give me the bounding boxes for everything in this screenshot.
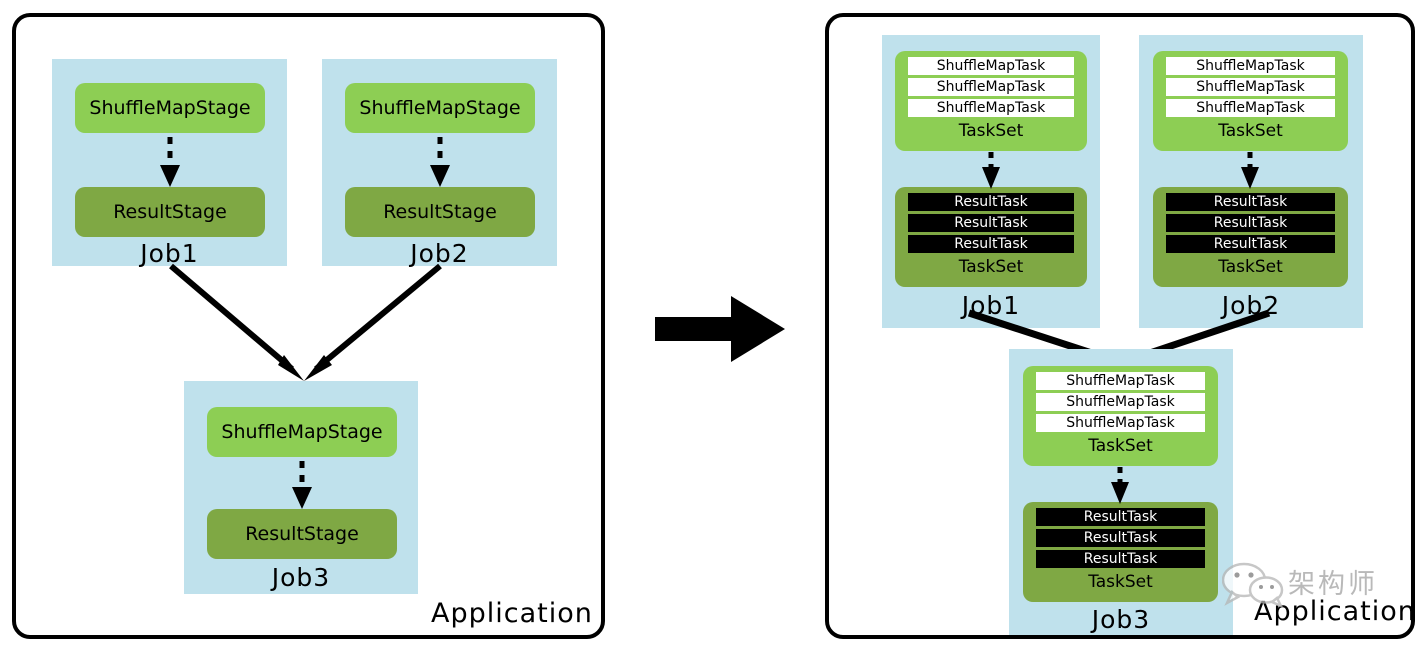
application-panel-stages: ShuffleMapStage ResultStage Job1 Shuffle… <box>12 13 605 639</box>
job-container-job2: ShuffleMapStage ResultStage Job2 <box>322 59 557 268</box>
job-label-tasks-job3: Job3 <box>1091 605 1151 634</box>
stage-box-resultstage-job2: ResultStage <box>345 187 535 237</box>
taskset-shufflemap-job1: ShuffleMapTask ShuffleMapTask ShuffleMap… <box>895 51 1087 151</box>
job-container-tasks-job1: ShuffleMapTask ShuffleMapTask ShuffleMap… <box>882 35 1100 328</box>
task-row: ShuffleMapTask <box>1036 414 1205 432</box>
job-container-job1: ShuffleMapStage ResultStage Job1 <box>52 59 287 268</box>
task-row: ShuffleMapTask <box>908 78 1074 96</box>
task-row: ResultTask <box>1166 235 1335 253</box>
job-label-job2: Job2 <box>410 239 469 268</box>
task-row: ShuffleMapTask <box>1036 393 1205 411</box>
application-label-right: Application <box>1254 596 1416 627</box>
job-label-job1: Job1 <box>140 239 199 268</box>
taskset-label: TaskSet <box>1218 121 1283 141</box>
task-row: ResultTask <box>1166 193 1335 211</box>
taskset-shufflemap-job2: ShuffleMapTask ShuffleMapTask ShuffleMap… <box>1153 51 1348 151</box>
taskset-label: TaskSet <box>958 121 1024 141</box>
job-label-tasks-job1: Job1 <box>961 291 1021 320</box>
application-panel-tasks: ShuffleMapTask ShuffleMapTask ShuffleMap… <box>825 13 1415 639</box>
stage-box-shufflemapstage-job2: ShuffleMapStage <box>345 83 535 133</box>
task-row: ResultTask <box>1036 550 1205 568</box>
task-row: ShuffleMapTask <box>1166 78 1335 96</box>
task-row: ResultTask <box>1166 214 1335 232</box>
task-row: ShuffleMapTask <box>1166 57 1335 75</box>
stage-box-shufflemapstage-job1: ShuffleMapStage <box>75 83 265 133</box>
task-row: ResultTask <box>1036 529 1205 547</box>
taskset-shufflemap-job3: ShuffleMapTask ShuffleMapTask ShuffleMap… <box>1023 366 1218 466</box>
wechat-icon <box>1221 562 1284 609</box>
stage-box-resultstage-job3: ResultStage <box>207 509 397 559</box>
taskset-result-job2: ResultTask ResultTask ResultTask TaskSet <box>1153 187 1348 287</box>
task-row: ShuffleMapTask <box>1036 372 1205 390</box>
job-container-job3: ShuffleMapStage ResultStage Job3 <box>184 381 418 594</box>
job-label-job3: Job3 <box>271 563 331 592</box>
taskset-label: TaskSet <box>958 257 1024 277</box>
taskset-result-job1: ResultTask ResultTask ResultTask TaskSet <box>895 187 1087 287</box>
taskset-label: TaskSet <box>1218 257 1283 277</box>
stage-box-resultstage-job1: ResultStage <box>75 187 265 237</box>
task-row: ShuffleMapTask <box>908 99 1074 117</box>
watermark-text: 架构师 <box>1288 569 1378 600</box>
task-row: ResultTask <box>908 235 1074 253</box>
job-label-tasks-job2: Job2 <box>1221 291 1281 320</box>
taskset-label: TaskSet <box>1088 572 1153 592</box>
task-row: ResultTask <box>1036 508 1205 526</box>
stage-box-shufflemapstage-job3: ShuffleMapStage <box>207 407 397 457</box>
application-label-left: Application <box>431 598 593 629</box>
right-arrow-icon <box>655 296 785 362</box>
job-container-tasks-job2: ShuffleMapTask ShuffleMapTask ShuffleMap… <box>1139 35 1363 328</box>
job-container-tasks-job3: ShuffleMapTask ShuffleMapTask ShuffleMap… <box>1009 349 1233 635</box>
task-row: ShuffleMapTask <box>1166 99 1335 117</box>
task-row: ResultTask <box>908 214 1074 232</box>
task-row: ShuffleMapTask <box>908 57 1074 75</box>
taskset-label: TaskSet <box>1088 436 1153 456</box>
task-row: ResultTask <box>908 193 1074 211</box>
taskset-result-job3: ResultTask ResultTask ResultTask TaskSet <box>1023 502 1218 602</box>
